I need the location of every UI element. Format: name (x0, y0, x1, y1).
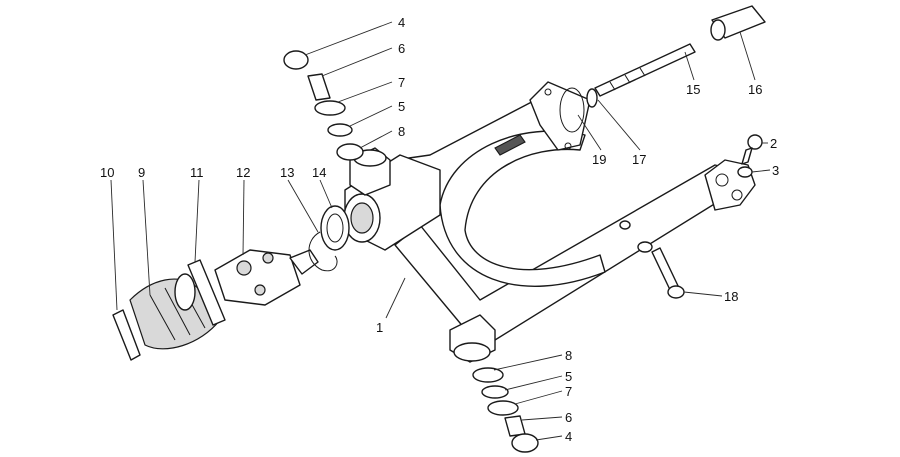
universal-joint-12 (214, 249, 319, 306)
callout-16: 16 (748, 82, 762, 97)
washer-5-top (327, 123, 353, 137)
sleeve-16 (710, 5, 766, 41)
pivot-stack-top (283, 50, 364, 161)
snap-ring-13 (308, 231, 338, 272)
shaft-15 (594, 43, 696, 97)
callout-4-bottom: 4 (565, 429, 572, 444)
callout-6-bottom: 6 (565, 410, 572, 425)
pin-10 (112, 309, 141, 361)
callout-8-bottom: 8 (565, 348, 572, 363)
cap-nut-4-bottom (511, 433, 539, 453)
callout-7-bottom: 7 (565, 384, 572, 399)
pivot-pin-6-bottom (504, 415, 526, 437)
callout-18: 18 (724, 289, 738, 304)
washer-5-bottom (481, 385, 509, 399)
cap-nut-4-top (283, 50, 309, 70)
o-ring-19 (559, 87, 585, 133)
rubber-boot-9 (129, 273, 221, 350)
callout-6-top: 6 (398, 41, 405, 56)
callout-8-top: 8 (398, 124, 405, 139)
bearing-8-top (336, 143, 364, 161)
callout-15: 15 (686, 82, 700, 97)
callout-14: 14 (312, 165, 326, 180)
ring-17 (586, 88, 598, 108)
clamp-ring-11 (187, 259, 226, 326)
washer-3 (737, 166, 753, 178)
bolt-18 (651, 247, 685, 299)
bleed-screw-2 (741, 134, 763, 165)
leader-lines (110, 21, 771, 441)
callout-19: 19 (592, 152, 606, 167)
bearing-14 (320, 205, 350, 251)
callout-labels: 4 6 7 5 8 10 9 11 12 13 14 15 16 19 17 2… (100, 15, 779, 444)
callout-4-top: 4 (398, 15, 405, 30)
pivot-stack-bottom (472, 367, 539, 453)
swingarm-body (343, 81, 756, 363)
callout-10: 10 (100, 165, 114, 180)
callout-1: 1 (376, 320, 383, 335)
callout-11: 11 (190, 165, 204, 180)
callout-17: 17 (632, 152, 646, 167)
pivot-pin-6-top (307, 73, 331, 101)
callout-5-bottom: 5 (565, 369, 572, 384)
callout-2: 2 (770, 136, 777, 151)
bearing-8-bottom (472, 367, 504, 383)
callout-3: 3 (772, 163, 779, 178)
callout-13: 13 (280, 165, 294, 180)
callout-12: 12 (236, 165, 250, 180)
callout-9: 9 (138, 165, 145, 180)
lock-nut-7-bottom (487, 400, 519, 416)
lock-nut-7-top (314, 100, 346, 116)
callout-7-top: 7 (398, 75, 405, 90)
callout-5-top: 5 (398, 99, 405, 114)
